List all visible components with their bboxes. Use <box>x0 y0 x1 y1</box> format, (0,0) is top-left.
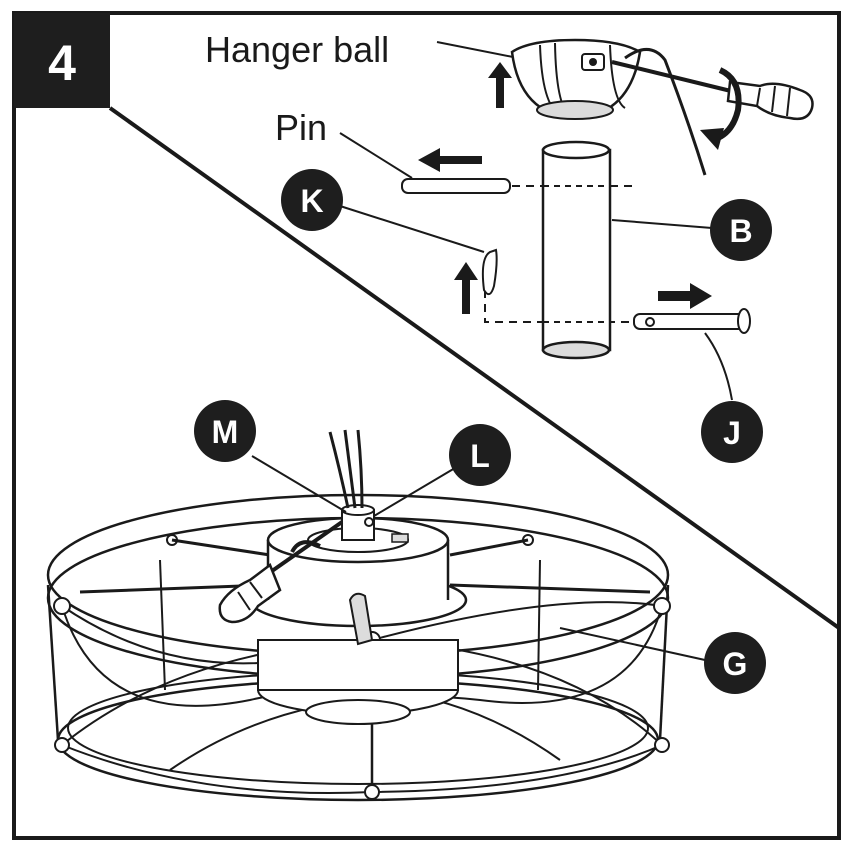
pin-part <box>401 178 511 194</box>
screwdriver-upper-icon <box>611 60 814 121</box>
hanger-ball <box>510 38 642 120</box>
motor-rotate-arrow-icon <box>290 540 321 554</box>
callout-b-leader <box>611 219 713 229</box>
hanger-up-arrow-icon <box>488 62 512 108</box>
callout-l: L <box>449 424 511 486</box>
hanger-ball-leader <box>436 41 519 59</box>
rotate-arrow-icon <box>711 67 742 143</box>
callout-j: J <box>701 401 763 463</box>
callout-m: M <box>194 400 256 462</box>
motor-collar <box>341 504 375 541</box>
step-badge: 4 <box>14 13 110 108</box>
pin-left-arrow-icon <box>418 148 482 172</box>
panel-divider <box>108 106 841 630</box>
downrod-part <box>541 140 612 360</box>
callout-l-letter: L <box>470 438 490 474</box>
callout-l-leader <box>373 467 456 517</box>
screwdriver-lower-icon <box>218 520 344 624</box>
callout-g-leader <box>559 627 706 661</box>
callout-k-leader <box>339 205 485 253</box>
callout-m-letter: M <box>212 414 239 450</box>
callout-k-letter: K <box>300 183 323 219</box>
clevis-right-arrow-icon <box>658 283 712 309</box>
callout-m-leader <box>251 455 347 513</box>
callout-b: B <box>710 199 772 261</box>
callout-g: G <box>704 632 766 694</box>
outer-frame <box>12 11 841 840</box>
callout-k: K <box>281 169 343 231</box>
motor-housing <box>248 516 468 725</box>
clevis-pin-part <box>633 308 751 334</box>
pin-label: Pin <box>275 107 327 148</box>
rotate-arrow-head-icon <box>700 128 724 150</box>
callout-j-letter: J <box>723 415 741 451</box>
callout-g-letter: G <box>723 646 748 682</box>
clip-part <box>481 248 498 296</box>
motor-wires <box>328 429 364 509</box>
callout-b-letter: B <box>729 213 752 249</box>
callout-j-leader <box>704 332 733 401</box>
clip-up-arrow-icon <box>454 262 478 314</box>
step-number: 4 <box>48 35 76 91</box>
pin-leader <box>339 132 413 179</box>
hanger-ball-label: Hanger ball <box>205 29 389 70</box>
hanger-wire <box>624 48 707 176</box>
